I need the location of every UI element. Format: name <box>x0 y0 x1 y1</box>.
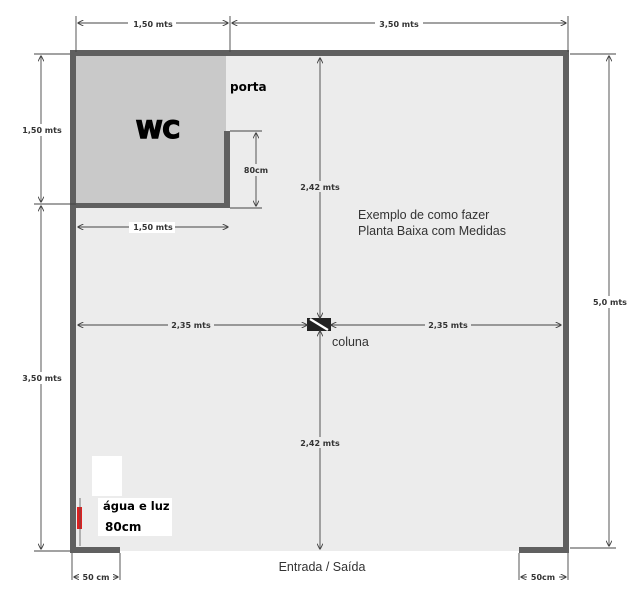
wall-left <box>70 50 76 553</box>
wall-top <box>70 50 569 56</box>
dim-left-center-width: 2,35 mts <box>171 321 211 330</box>
wc-room <box>76 56 226 207</box>
entrada-label: Entrada / Saída <box>279 560 366 574</box>
dim-top-left-width: 1,50 mts <box>133 20 173 29</box>
agua-luz-size: 80cm <box>105 520 141 534</box>
note-line-1: Exemplo de como fazer <box>358 208 489 222</box>
dim-wc-height: 1,50 mts <box>22 126 62 135</box>
agua-luz-label: água e luz <box>103 499 170 513</box>
wall-right <box>563 50 569 553</box>
dim-upper-center-height: 2,42 mts <box>300 183 340 192</box>
note-line-2: Planta Baixa com Medidas <box>358 224 506 238</box>
utility-label-patch <box>98 498 172 536</box>
wall-bottom-left <box>70 547 120 553</box>
coluna-label: coluna <box>332 335 369 349</box>
dim-lower-left-height: 3,50 mts <box>22 374 62 383</box>
porta-label: porta <box>230 80 267 94</box>
wc-wall-bottom <box>76 203 230 208</box>
dim-right-center-width: 2,35 mts <box>428 321 468 330</box>
dim-total-height: 5,0 mts <box>593 298 627 307</box>
wall-bottom-right <box>519 547 569 553</box>
wc-label: WC <box>136 116 180 144</box>
utility-white-patch <box>92 456 122 496</box>
dim-wc-bottom-width: 1,50 mts <box>133 223 173 232</box>
wc-wall-right <box>224 131 230 208</box>
dim-lower-center-height: 2,42 mts <box>300 439 340 448</box>
dim-bottom-right-wall: 50cm <box>531 573 555 582</box>
dim-bottom-left-wall: 50 cm <box>83 573 110 582</box>
dim-door-width: 80cm <box>244 166 268 175</box>
dim-top-right-width: 3,50 mts <box>379 20 419 29</box>
utility-marker <box>77 507 82 529</box>
